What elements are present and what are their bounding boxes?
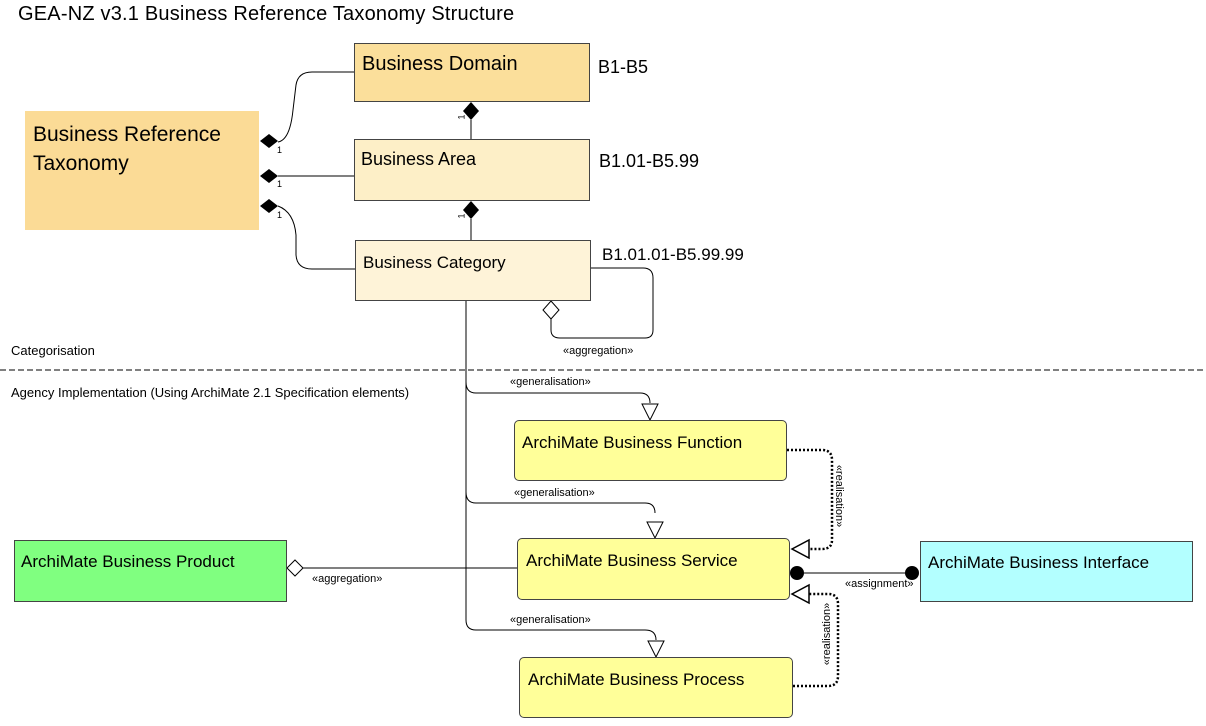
area-label: Business Area [361, 149, 477, 169]
business-reference-taxonomy[interactable]: Business Reference Taxonomy [25, 111, 259, 230]
multiplicity-4: 1 [456, 114, 467, 120]
area-code: B1.01-B5.99 [599, 151, 700, 171]
generalisation-process [465, 619, 657, 641]
assignment-dot-service [790, 566, 804, 580]
diamond-area-category [463, 201, 479, 219]
composition-taxonomy-category [277, 205, 355, 270]
diamond-domain-area [463, 102, 479, 120]
process-label: ArchiMate Business Process [528, 670, 745, 689]
triangle-realisation-2 [790, 583, 810, 605]
diamond-product [286, 559, 304, 577]
diamond-taxonomy-domain [260, 134, 278, 148]
archimate-business-process[interactable]: ArchiMate Business Process [519, 657, 793, 718]
archimate-business-function[interactable]: ArchiMate Business Function [514, 420, 787, 481]
section-agency-implementation: Agency Implementation (Using ArchiMate 2… [11, 385, 410, 400]
taxonomy-label-line1: Business Reference [33, 123, 221, 146]
triangle-realisation-1 [790, 538, 810, 560]
archimate-business-product[interactable]: ArchiMate Business Product [14, 540, 287, 602]
taxonomy-label-line2: Taxonomy [33, 152, 129, 175]
category-code: B1.01.01-B5.99.99 [602, 245, 744, 264]
realisation-function-service [787, 448, 834, 551]
triangle-service [646, 521, 664, 540]
composition-taxonomy-domain [277, 71, 354, 143]
generalisation-label-1: «generalisation» [510, 376, 591, 388]
realisation-label-2: «realisation» [821, 602, 834, 666]
multiplicity-2: 1 [277, 179, 283, 189]
aggregation-self-category [550, 267, 654, 339]
archimate-business-interface[interactable]: ArchiMate Business Interface [920, 541, 1193, 602]
multiplicity-5: 1 [456, 213, 467, 219]
generalisation-label-2: «generalisation» [514, 487, 595, 499]
generalisation-function [465, 381, 651, 404]
diamond-self-category [542, 300, 560, 320]
triangle-function [641, 403, 659, 422]
assignment-dot-interface [905, 566, 919, 580]
triangle-process [647, 640, 665, 659]
diamond-taxonomy-category [260, 199, 278, 213]
function-label: ArchiMate Business Function [522, 433, 743, 452]
assignment-label: «assignment» [845, 578, 914, 590]
aggregation-product-label: «aggregation» [312, 573, 383, 585]
business-domain[interactable]: Business Domain [354, 43, 590, 102]
generalisation-service [465, 491, 656, 514]
service-label: ArchiMate Business Service [526, 551, 738, 570]
category-label: Business Category [363, 253, 506, 272]
product-label: ArchiMate Business Product [21, 552, 235, 571]
diamond-taxonomy-area [260, 169, 278, 183]
domain-label: Business Domain [362, 53, 518, 75]
business-area[interactable]: Business Area [354, 139, 590, 201]
multiplicity-1: 1 [277, 145, 283, 155]
business-category[interactable]: Business Category [355, 240, 591, 301]
page-title: GEA-NZ v3.1 Business Reference Taxonomy … [18, 3, 515, 25]
generalisation-label-3: «generalisation» [510, 614, 591, 626]
interface-label: ArchiMate Business Interface [928, 553, 1150, 572]
section-categorisation: Categorisation [11, 343, 95, 358]
realisation-label-1: «realisation» [833, 464, 846, 528]
domain-code: B1-B5 [598, 57, 649, 77]
aggregation-self-label: «aggregation» [563, 345, 634, 357]
multiplicity-3: 1 [277, 210, 283, 220]
archimate-business-service[interactable]: ArchiMate Business Service [517, 538, 790, 600]
